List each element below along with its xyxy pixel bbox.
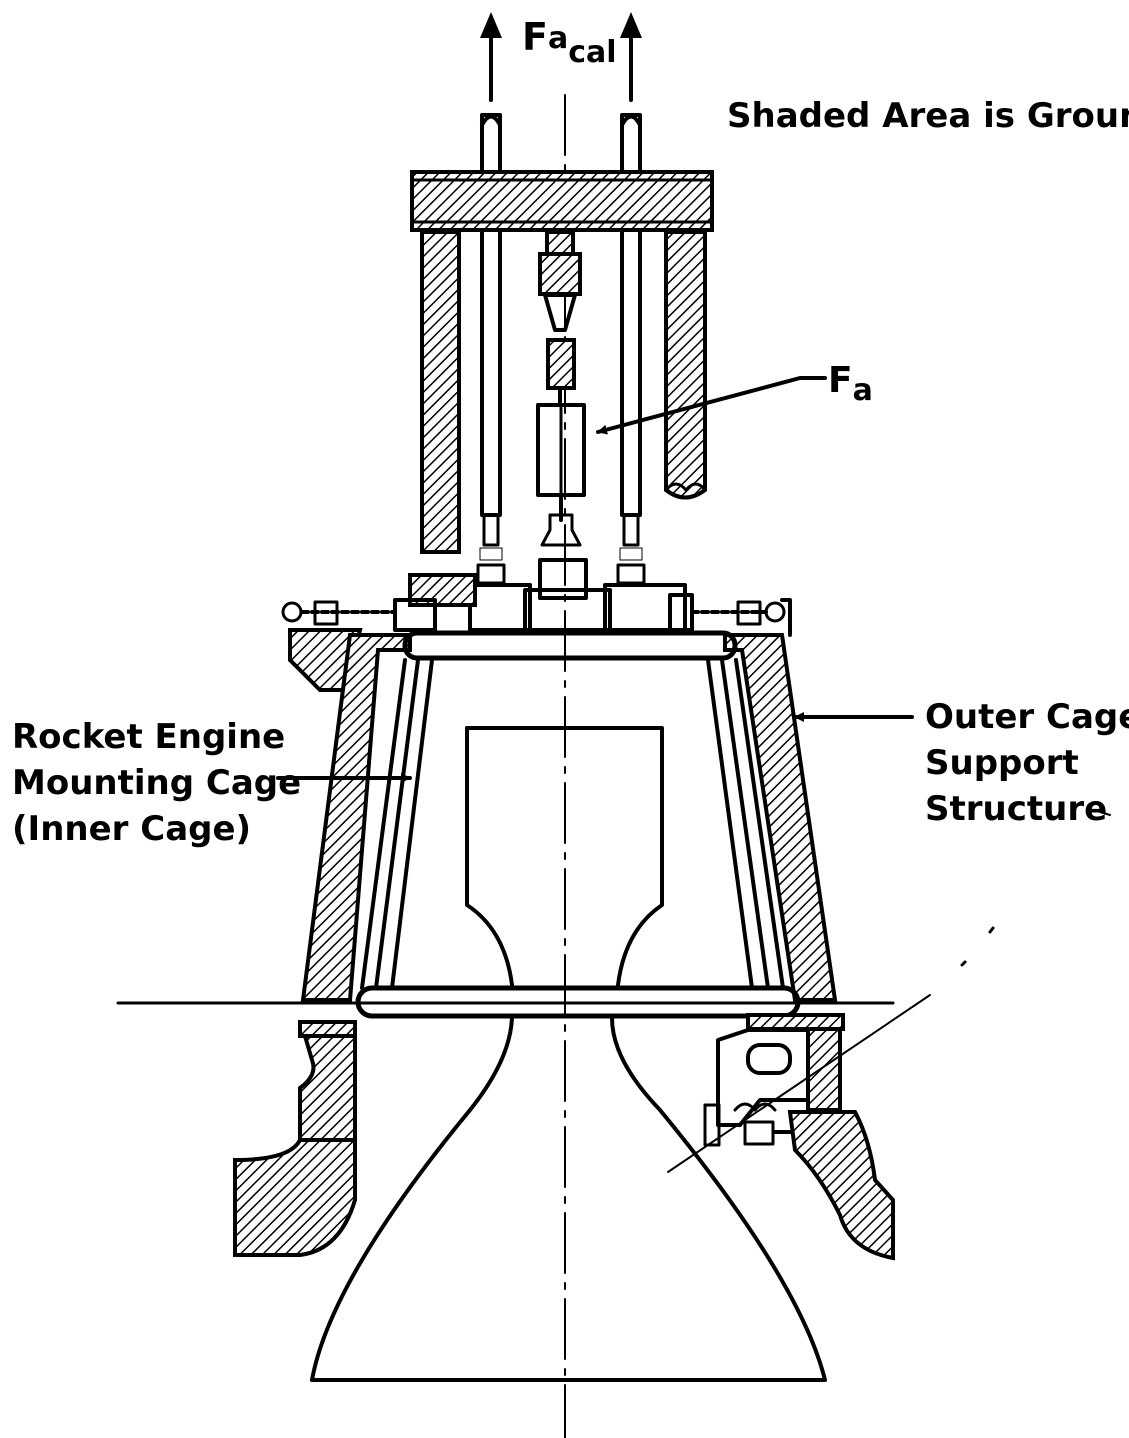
lower-right-support <box>667 926 995 1261</box>
inner-cage-label: Rocket Engine Mounting Cage (Inner Cage) <box>12 717 313 849</box>
rocket-engine <box>310 726 827 1382</box>
calibration-force-arrows <box>480 12 642 102</box>
label-leaders <box>276 376 1111 816</box>
calibration-force-label: Facal <box>522 15 617 70</box>
lower-left-support <box>233 1020 357 1257</box>
calibration-rods <box>476 113 646 585</box>
shaded-area-note: Shaded Area is Ground <box>727 96 1129 136</box>
load-cell-assembly <box>536 230 588 600</box>
right-ground-post <box>664 230 707 500</box>
mounting-plate-hardware <box>281 573 786 632</box>
inner-cage <box>355 630 801 1019</box>
left-ground-post <box>420 230 461 554</box>
outer-cage-label: Outer Cage Support Structure <box>925 697 1129 829</box>
load-cell-label: Fa <box>828 360 873 408</box>
